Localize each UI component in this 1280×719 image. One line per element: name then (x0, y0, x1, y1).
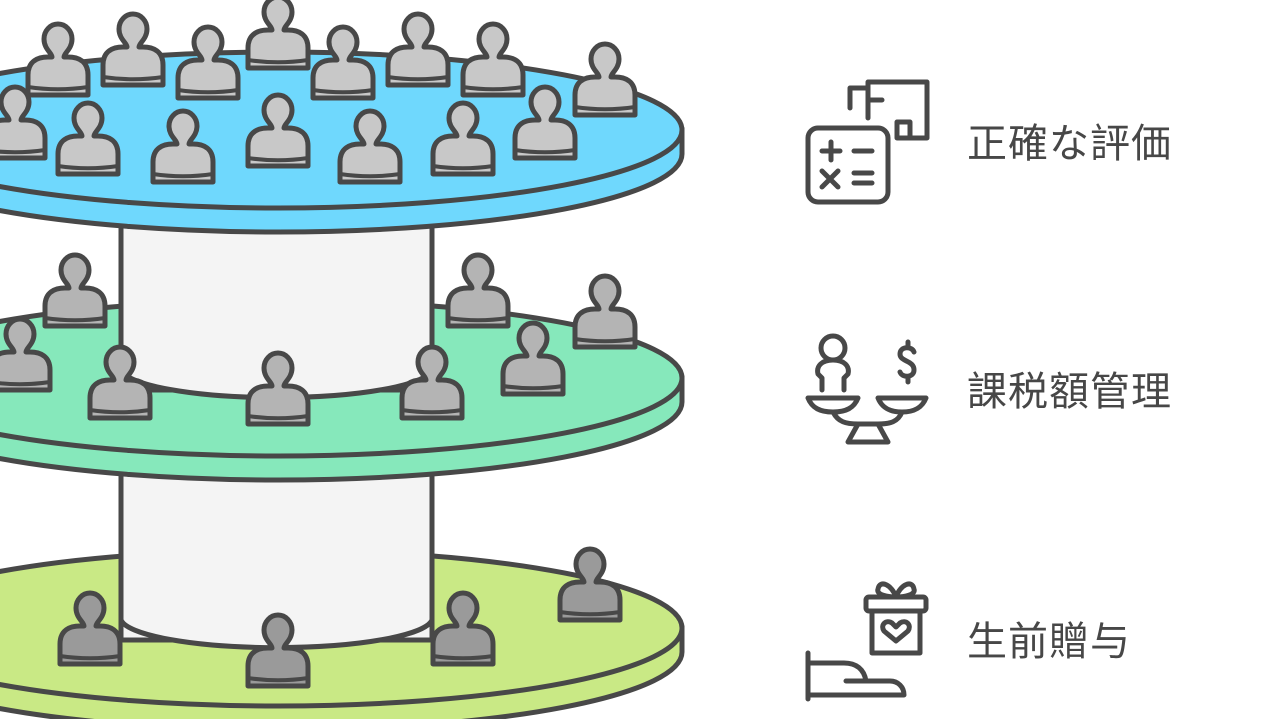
person-icon (448, 255, 508, 326)
person-icon (463, 24, 523, 95)
person-icon (388, 14, 448, 85)
person-icon (575, 276, 635, 347)
person-icon (248, 0, 308, 68)
calculator-document-icon (805, 79, 930, 205)
hand-gift-icon (805, 581, 929, 702)
person-icon (103, 14, 163, 85)
item-label-lifetime-gift: 生前贈与 (967, 619, 1131, 665)
person-icon (45, 255, 105, 326)
person-icon (560, 549, 620, 620)
person-icon (178, 27, 238, 98)
column-lower (118, 467, 435, 643)
person-icon (575, 44, 635, 115)
person-icon (313, 27, 373, 98)
item-label-tax-management: 課税額管理 (967, 369, 1172, 415)
person-dollar-scale-icon (805, 333, 929, 445)
item-label-accurate-valuation: 正確な評価 (967, 121, 1172, 167)
person-icon (28, 24, 88, 95)
